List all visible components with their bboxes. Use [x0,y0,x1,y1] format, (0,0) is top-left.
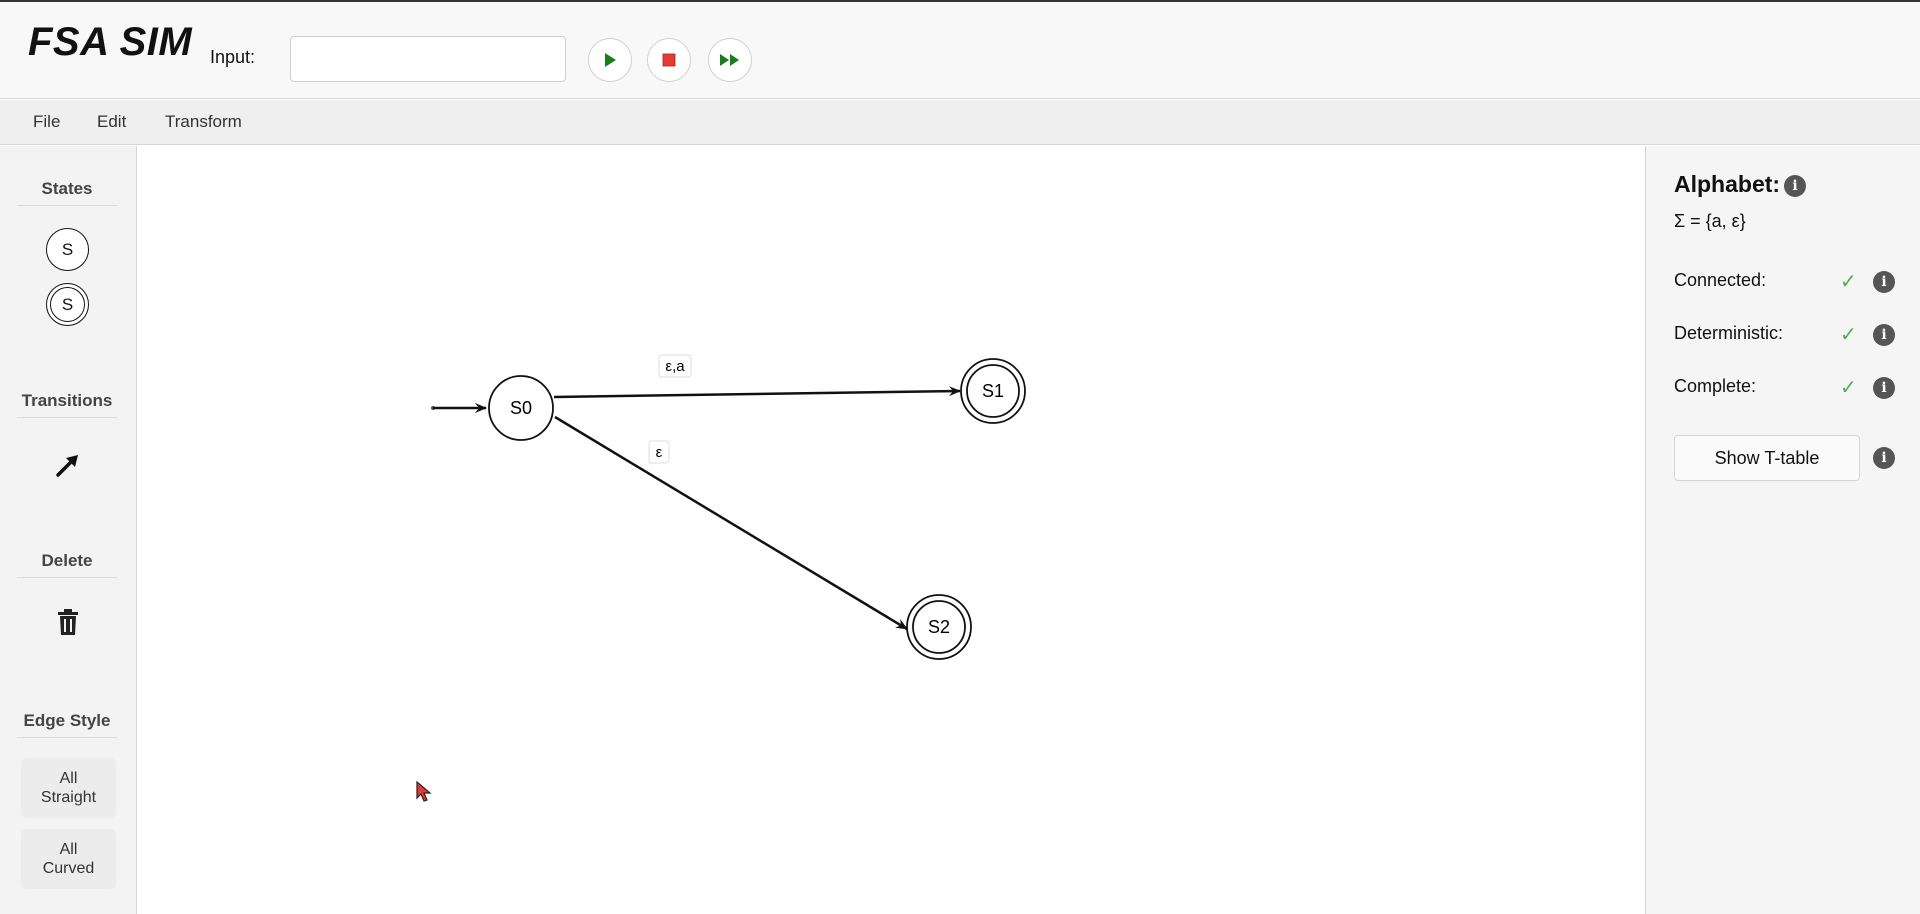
automaton-canvas[interactable]: ε,a ε S0 S1 S2 [138,146,1645,914]
complete-check-icon: ✓ [1840,377,1857,399]
initial-state-arrow [431,403,487,413]
app-title: FSA SIM [28,20,193,64]
fast-forward-button[interactable] [708,38,752,82]
stop-button[interactable] [647,38,691,82]
state-s2[interactable]: S2 [906,594,972,660]
deterministic-label: Deterministic: [1674,323,1784,343]
transition-s0-s2[interactable]: ε [554,415,908,631]
arrow-icon [56,455,78,477]
complete-info-icon[interactable]: i [1873,377,1895,399]
stop-icon [662,53,676,67]
alphabet-title: Alphabet: [1674,171,1781,197]
trash-icon [58,609,78,635]
menu-edit[interactable]: Edit [97,112,127,131]
alphabet-value: Σ = {a, ε} [1674,211,1746,231]
mouse-cursor-icon [416,781,432,802]
transition-label-s0-s1: ε,a [665,358,685,375]
fast-forward-icon [720,54,739,66]
state-label-s2: S2 [928,617,950,637]
state-label-s1: S1 [982,381,1004,401]
run-button[interactable] [588,38,632,82]
complete-label: Complete: [1674,376,1757,396]
add-accepting-state-tool[interactable]: S [46,283,89,326]
play-icon [605,53,616,67]
header-bar: FSA SIM Input: [0,2,1920,99]
ttable-info-icon[interactable]: i [1873,447,1895,469]
input-string-field[interactable] [290,36,566,82]
delete-tool[interactable] [52,606,84,638]
all-straight-label-line2: Straight [40,789,97,806]
states-heading: States [17,179,117,206]
tool-palette: States S S Transitions Delete Edge Style… [0,146,137,914]
accepting-state-tool-label: S [61,294,74,314]
state-s0[interactable]: S0 [488,375,554,441]
menu-transform[interactable]: Transform [165,112,242,131]
add-transition-tool[interactable] [52,449,84,481]
all-curved-label-line1: All [59,841,78,858]
edge-style-heading: Edge Style [17,711,117,738]
state-s1[interactable]: S1 [960,358,1026,424]
properties-panel: Alphabet: i Σ = {a, ε} Connected: ✓ i De… [1645,146,1920,914]
state-label-s0: S0 [510,398,532,418]
add-state-tool[interactable]: S [46,228,89,271]
deterministic-check-icon: ✓ [1840,324,1857,346]
alphabet-info-icon[interactable]: i [1784,175,1806,197]
deterministic-info-icon[interactable]: i [1873,324,1895,346]
state-tool-label: S [61,239,74,259]
transition-label-s0-s2: ε [656,444,663,461]
automaton-diagram: ε,a ε S0 S1 S2 [431,354,1026,660]
transition-s0-s1[interactable]: ε,a [553,354,961,399]
input-label: Input: [210,47,256,67]
all-curved-label-line2: Curved [42,860,95,877]
menu-file[interactable]: File [33,112,61,131]
connected-info-icon[interactable]: i [1873,271,1895,293]
show-ttable-button[interactable]: Show T-table [1674,435,1860,481]
connected-check-icon: ✓ [1840,271,1857,293]
transitions-heading: Transitions [17,391,117,418]
menu-bar: File Edit Transform [0,100,1920,145]
all-straight-label-line1: All [59,770,78,787]
connected-label: Connected: [1674,270,1767,290]
delete-heading: Delete [17,551,117,578]
